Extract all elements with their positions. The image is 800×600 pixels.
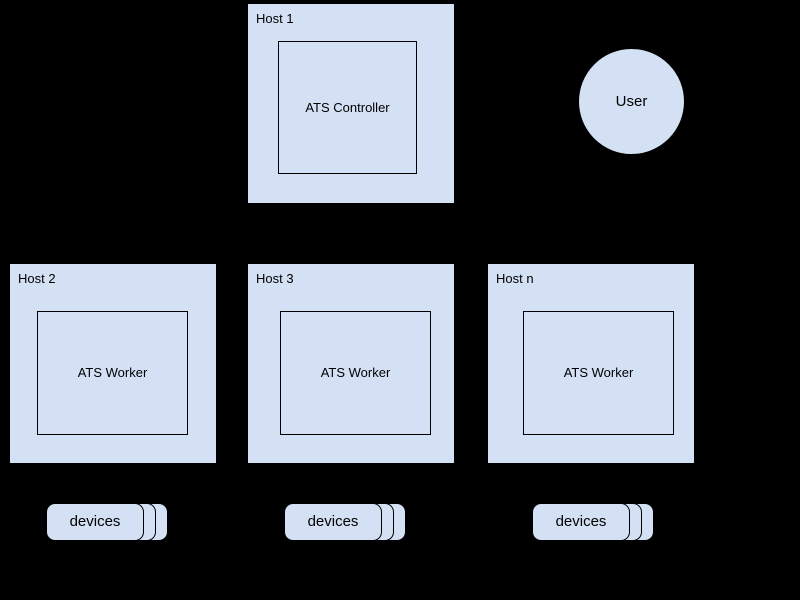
- devices-stack-host-2[interactable]: devices: [46, 503, 168, 541]
- devices-card-front[interactable]: devices: [284, 503, 382, 541]
- host-label-host-3: Host 3: [256, 271, 294, 286]
- host-box-host-n[interactable]: Host n ATS Worker: [487, 263, 695, 464]
- host-box-host-2[interactable]: Host 2 ATS Worker: [9, 263, 217, 464]
- process-label-ats-controller: ATS Controller: [305, 99, 390, 115]
- host-label-host-n: Host n: [496, 271, 534, 286]
- host-box-host-1[interactable]: Host 1 ATS Controller: [247, 3, 455, 204]
- process-label-ats-worker-host-2: ATS Worker: [77, 365, 148, 380]
- process-box-ats-worker-host-2[interactable]: ATS Worker: [37, 311, 188, 435]
- devices-card-front[interactable]: devices: [532, 503, 630, 541]
- devices-stack-host-n[interactable]: devices: [532, 503, 654, 541]
- devices-stack-host-3[interactable]: devices: [284, 503, 406, 541]
- devices-label-host-2: devices: [69, 513, 121, 530]
- actor-label-user: User: [615, 92, 648, 110]
- devices-label-host-3: devices: [307, 513, 359, 530]
- host-label-host-1: Host 1: [256, 11, 294, 26]
- host-box-host-3[interactable]: Host 3 ATS Worker: [247, 263, 455, 464]
- devices-card-front[interactable]: devices: [46, 503, 144, 541]
- process-box-ats-worker-host-3[interactable]: ATS Worker: [280, 311, 431, 435]
- process-box-ats-controller[interactable]: ATS Controller: [278, 41, 417, 174]
- host-label-host-2: Host 2: [18, 271, 56, 286]
- process-box-ats-worker-host-n[interactable]: ATS Worker: [523, 311, 674, 435]
- process-label-ats-worker-host-3: ATS Worker: [320, 365, 391, 380]
- devices-label-host-n: devices: [555, 513, 607, 530]
- process-label-ats-worker-host-n: ATS Worker: [563, 365, 634, 380]
- actor-user[interactable]: User: [578, 48, 685, 155]
